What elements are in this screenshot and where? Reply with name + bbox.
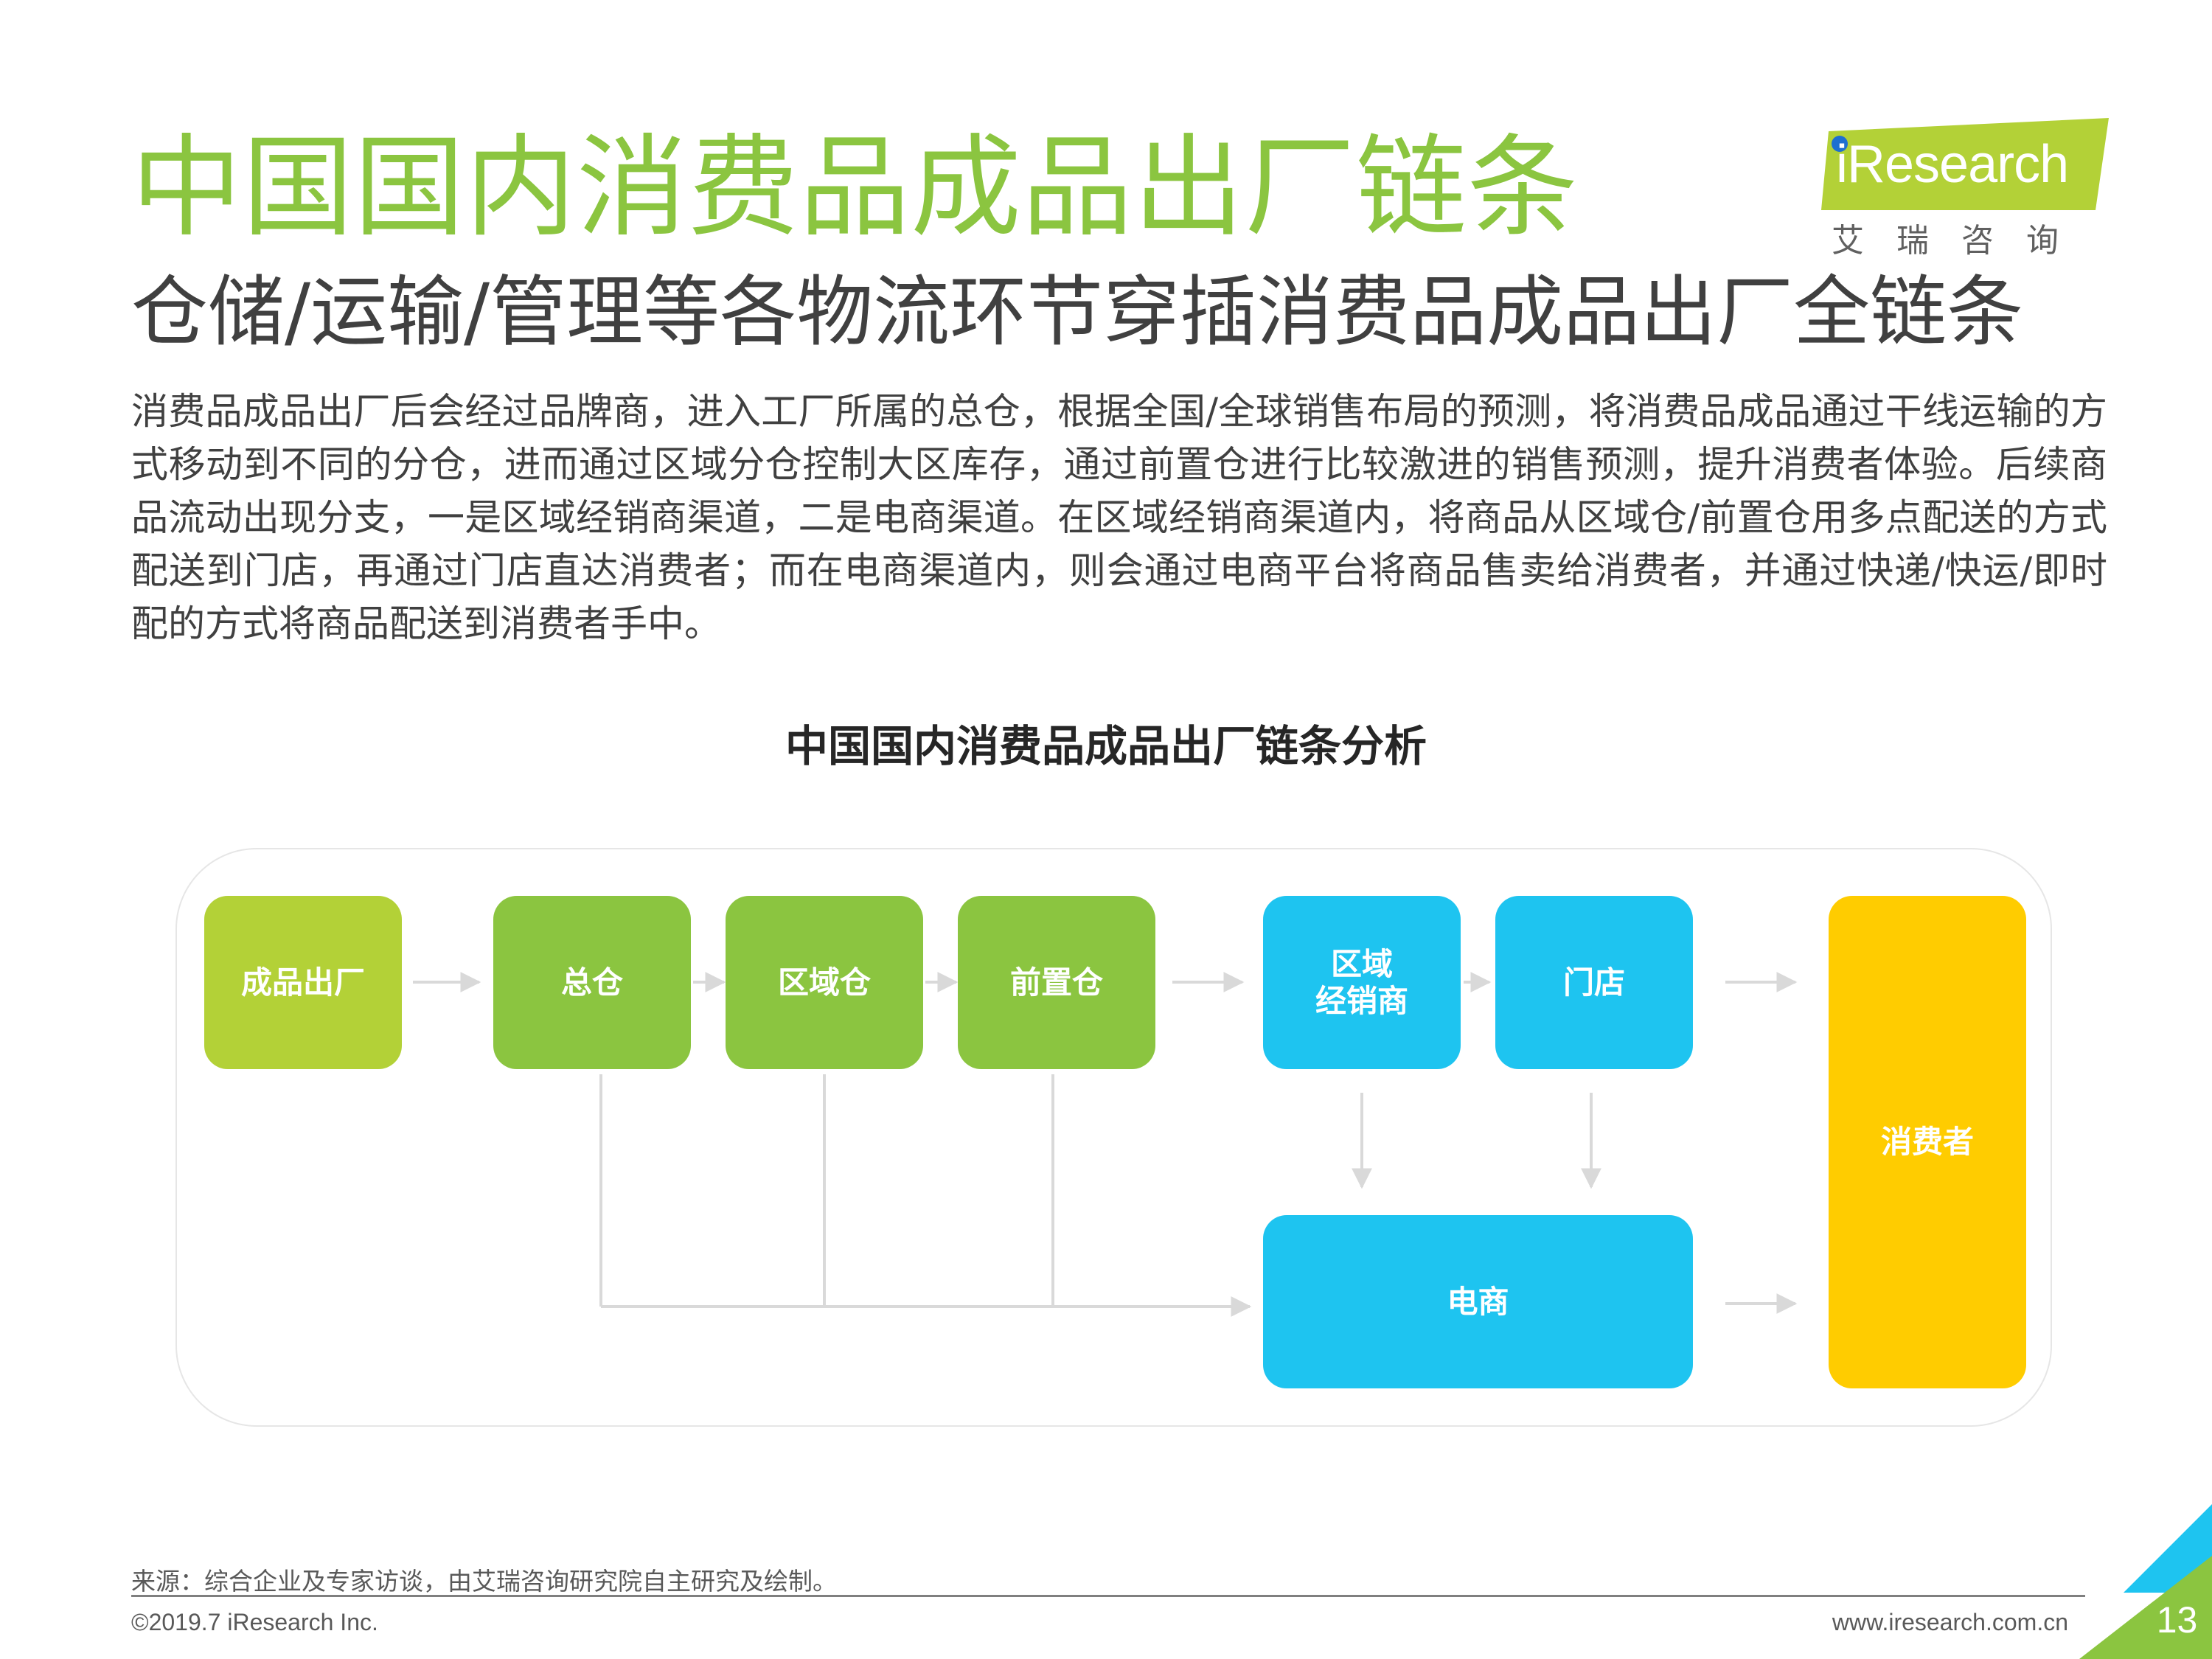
footer-divider bbox=[131, 1595, 2085, 1597]
logo-badge bbox=[1821, 118, 2109, 210]
node-consumer: 消费者 bbox=[1829, 896, 2026, 1388]
page-subtitle: 仓储/运输/管理等各物流环节穿插消费品成品出厂全链条 bbox=[131, 267, 2024, 357]
node-store: 门店 bbox=[1495, 896, 1693, 1069]
intro-paragraph: 消费品成品出厂后会经过品牌商，进入工厂所属的总仓，根据全国/全球销售布局的预测，… bbox=[131, 390, 2107, 645]
node-factory: 成品出厂 bbox=[204, 896, 402, 1069]
logo-wordmark: iResearch bbox=[1836, 135, 2069, 194]
logo-chinese-name: 艾瑞咨询 bbox=[1832, 222, 2091, 260]
diagram-frame bbox=[175, 848, 2052, 1427]
node-regional-distributor: 区域 经销商 bbox=[1263, 896, 1461, 1069]
page-number: 13 bbox=[2156, 1599, 2198, 1641]
website-url: www.iresearch.com.cn bbox=[1832, 1609, 2068, 1635]
corner-decoration bbox=[2079, 1504, 2212, 1659]
copyright: ©2019.7 iResearch Inc. bbox=[131, 1609, 378, 1635]
node-regional-warehouse: 区域仓 bbox=[726, 896, 923, 1069]
source-note: 来源：综合企业及专家访谈，由艾瑞咨询研究院自主研究及绘制。 bbox=[131, 1567, 837, 1596]
page-title: 中国国内消费品成品出厂链条 bbox=[131, 124, 1579, 252]
iresearch-logo: iResearch 艾瑞咨询 bbox=[1821, 118, 2109, 265]
node-main-warehouse: 总仓 bbox=[493, 896, 691, 1069]
node-ecommerce: 电商 bbox=[1263, 1215, 1693, 1388]
node-forward-warehouse: 前置仓 bbox=[958, 896, 1155, 1069]
logo-dot-icon bbox=[1832, 136, 1848, 152]
diagram-title: 中国国内消费品成品出厂链条分析 bbox=[785, 721, 1427, 771]
